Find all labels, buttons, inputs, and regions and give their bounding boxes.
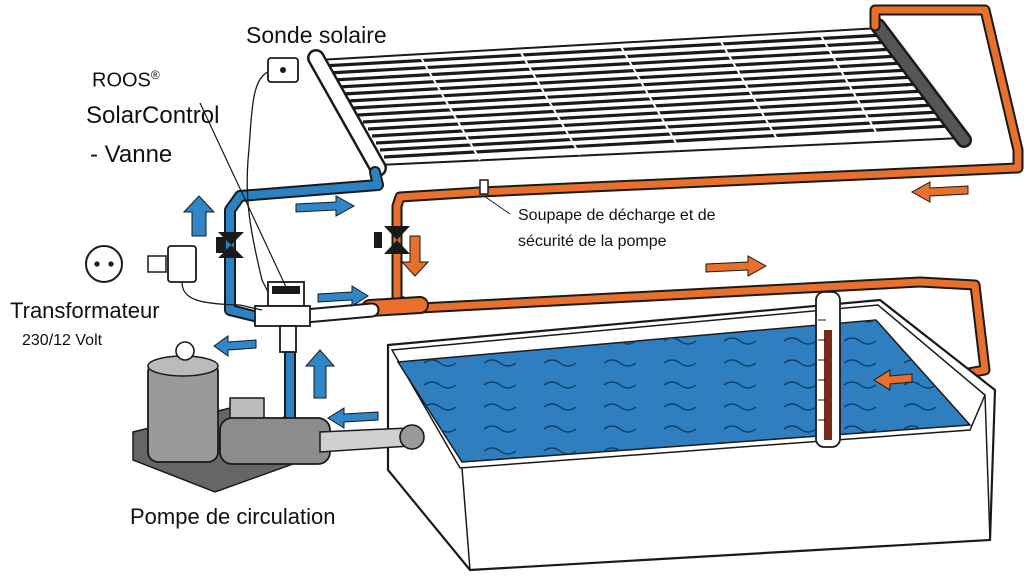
- label-roos: ROOS®: [92, 69, 160, 91]
- relief-valve: [479, 179, 511, 215]
- label-soupape-line2: sécurité de la pompe: [518, 233, 667, 250]
- flow-arrows-hot: [400, 181, 969, 391]
- label-roos-text: ROOS: [92, 69, 151, 92]
- label-vanne: - Vanne: [90, 141, 173, 168]
- solarcontrol-box: [199, 102, 311, 353]
- solar-collector: [307, 18, 972, 177]
- valve-icon: [216, 232, 244, 258]
- registered-mark: ®: [150, 68, 160, 82]
- transformer: [147, 245, 263, 311]
- thermometer-icon: [815, 291, 841, 448]
- label-soupape-line1: Soupape de décharge et de: [518, 207, 716, 224]
- pool: [386, 298, 997, 572]
- label-solarcontrol: SolarControl: [86, 102, 220, 129]
- label-voltage: 230/12 Volt: [22, 332, 103, 349]
- flow-arrows-cold: [182, 195, 379, 429]
- label-pompe: Pompe de circulation: [130, 504, 336, 529]
- solar-probe: [246, 57, 299, 301]
- valve-icon: [374, 226, 410, 254]
- label-sonde-solaire: Sonde solaire: [246, 22, 387, 48]
- label-transformateur: Transformateur: [10, 298, 160, 323]
- outlet-icon: [85, 245, 123, 283]
- filter-and-pump: [132, 341, 425, 493]
